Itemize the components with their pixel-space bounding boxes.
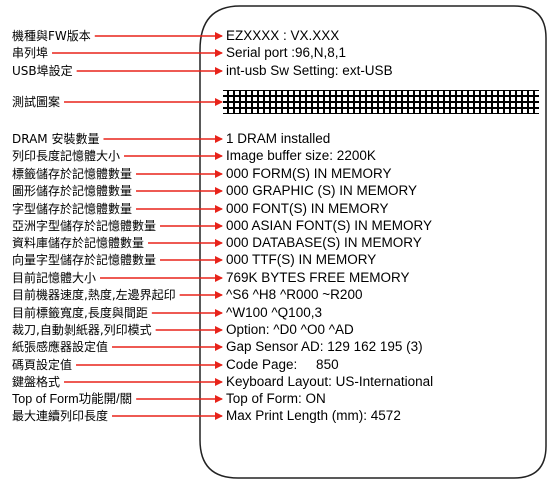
label-speed-heat: 目前機器速度,熱度,左邊界起印	[12, 288, 176, 302]
value-top-of-form: Top of Form: ON	[226, 391, 326, 406]
printout-card	[199, 5, 547, 479]
value-max-print: Max Print Length (mm): 4572	[226, 408, 401, 423]
label-image-buffer: 列印長度記憶體大小	[12, 149, 121, 163]
value-option: Option: ^D0 ^O0 ^AD	[226, 322, 354, 337]
value-graphics: 000 GRAPHIC (S) IN MEMORY	[226, 183, 418, 198]
value-databases: 000 DATABASE(S) IN MEMORY	[226, 235, 422, 250]
value-ttf: 000 TTF(S) IN MEMORY	[226, 252, 377, 267]
label-serial-port: 串列埠	[12, 46, 49, 60]
label-max-print: 最大連續列印長度	[12, 409, 109, 423]
label-top-of-form: Top of Form功能開/關	[12, 392, 133, 406]
label-option: 裁刀,自動剝紙器,列印模式	[12, 323, 152, 337]
value-fonts: 000 FONT(S) IN MEMORY	[226, 201, 389, 216]
label-keyboard: 鍵盤格式	[12, 375, 61, 389]
value-serial-port: Serial port :96,N,8,1	[226, 45, 347, 60]
value-dram: 1 DRAM installed	[226, 131, 331, 146]
value-fw-version: EZXXXX : VX.XXX	[226, 28, 340, 43]
label-graphics: 圖形儲存於記憶體數量	[12, 184, 133, 198]
arrow-group	[52, 32, 223, 420]
label-asian-fonts: 亞洲字型儲存於記憶體數量	[12, 219, 157, 233]
value-keyboard: Keyboard Layout: US-International	[226, 374, 434, 389]
label-gap-sensor: 紙張感應器設定值	[12, 340, 109, 354]
label-dram: DRAM 安裝數量	[12, 132, 100, 146]
value-gap-sensor: Gap Sensor AD: 129 162 195 (3)	[226, 339, 423, 354]
value-speed-heat: ^S6 ^H8 ^R000 ~R200	[226, 287, 363, 302]
label-test-pattern: 測試圖案	[12, 95, 61, 109]
value-asian-fonts: 000 ASIAN FONT(S) IN MEMORY	[226, 218, 433, 233]
value-image-buffer: Image buffer size: 2200K	[226, 148, 376, 163]
value-code-page: Code Page: 850	[226, 357, 339, 372]
label-free-memory: 目前記憶體大小	[12, 271, 97, 285]
value-free-memory: 769K BYTES FREE MEMORY	[226, 270, 410, 285]
label-code-page: 碼頁設定值	[12, 358, 73, 372]
label-databases: 資料庫儲存於記憶體數量	[12, 236, 145, 250]
label-fonts: 字型儲存於記憶體數量	[12, 202, 133, 216]
value-forms: 000 FORM(S) IN MEMORY	[226, 166, 392, 181]
value-width-length: ^W100 ^Q100,3	[226, 305, 322, 320]
value-usb-setting: int-usb Sw Setting: ext-USB	[226, 63, 393, 78]
label-fw-version: 機種與FW版本	[12, 29, 91, 43]
test-pattern	[223, 90, 539, 114]
label-usb-setting: USB埠設定	[12, 64, 73, 78]
label-forms: 標籤儲存於記憶體數量	[12, 167, 133, 181]
label-width-length: 目前標籤寬度,長度與間距	[12, 306, 148, 320]
label-ttf: 向量字型儲存於記憶體數量	[12, 253, 157, 267]
